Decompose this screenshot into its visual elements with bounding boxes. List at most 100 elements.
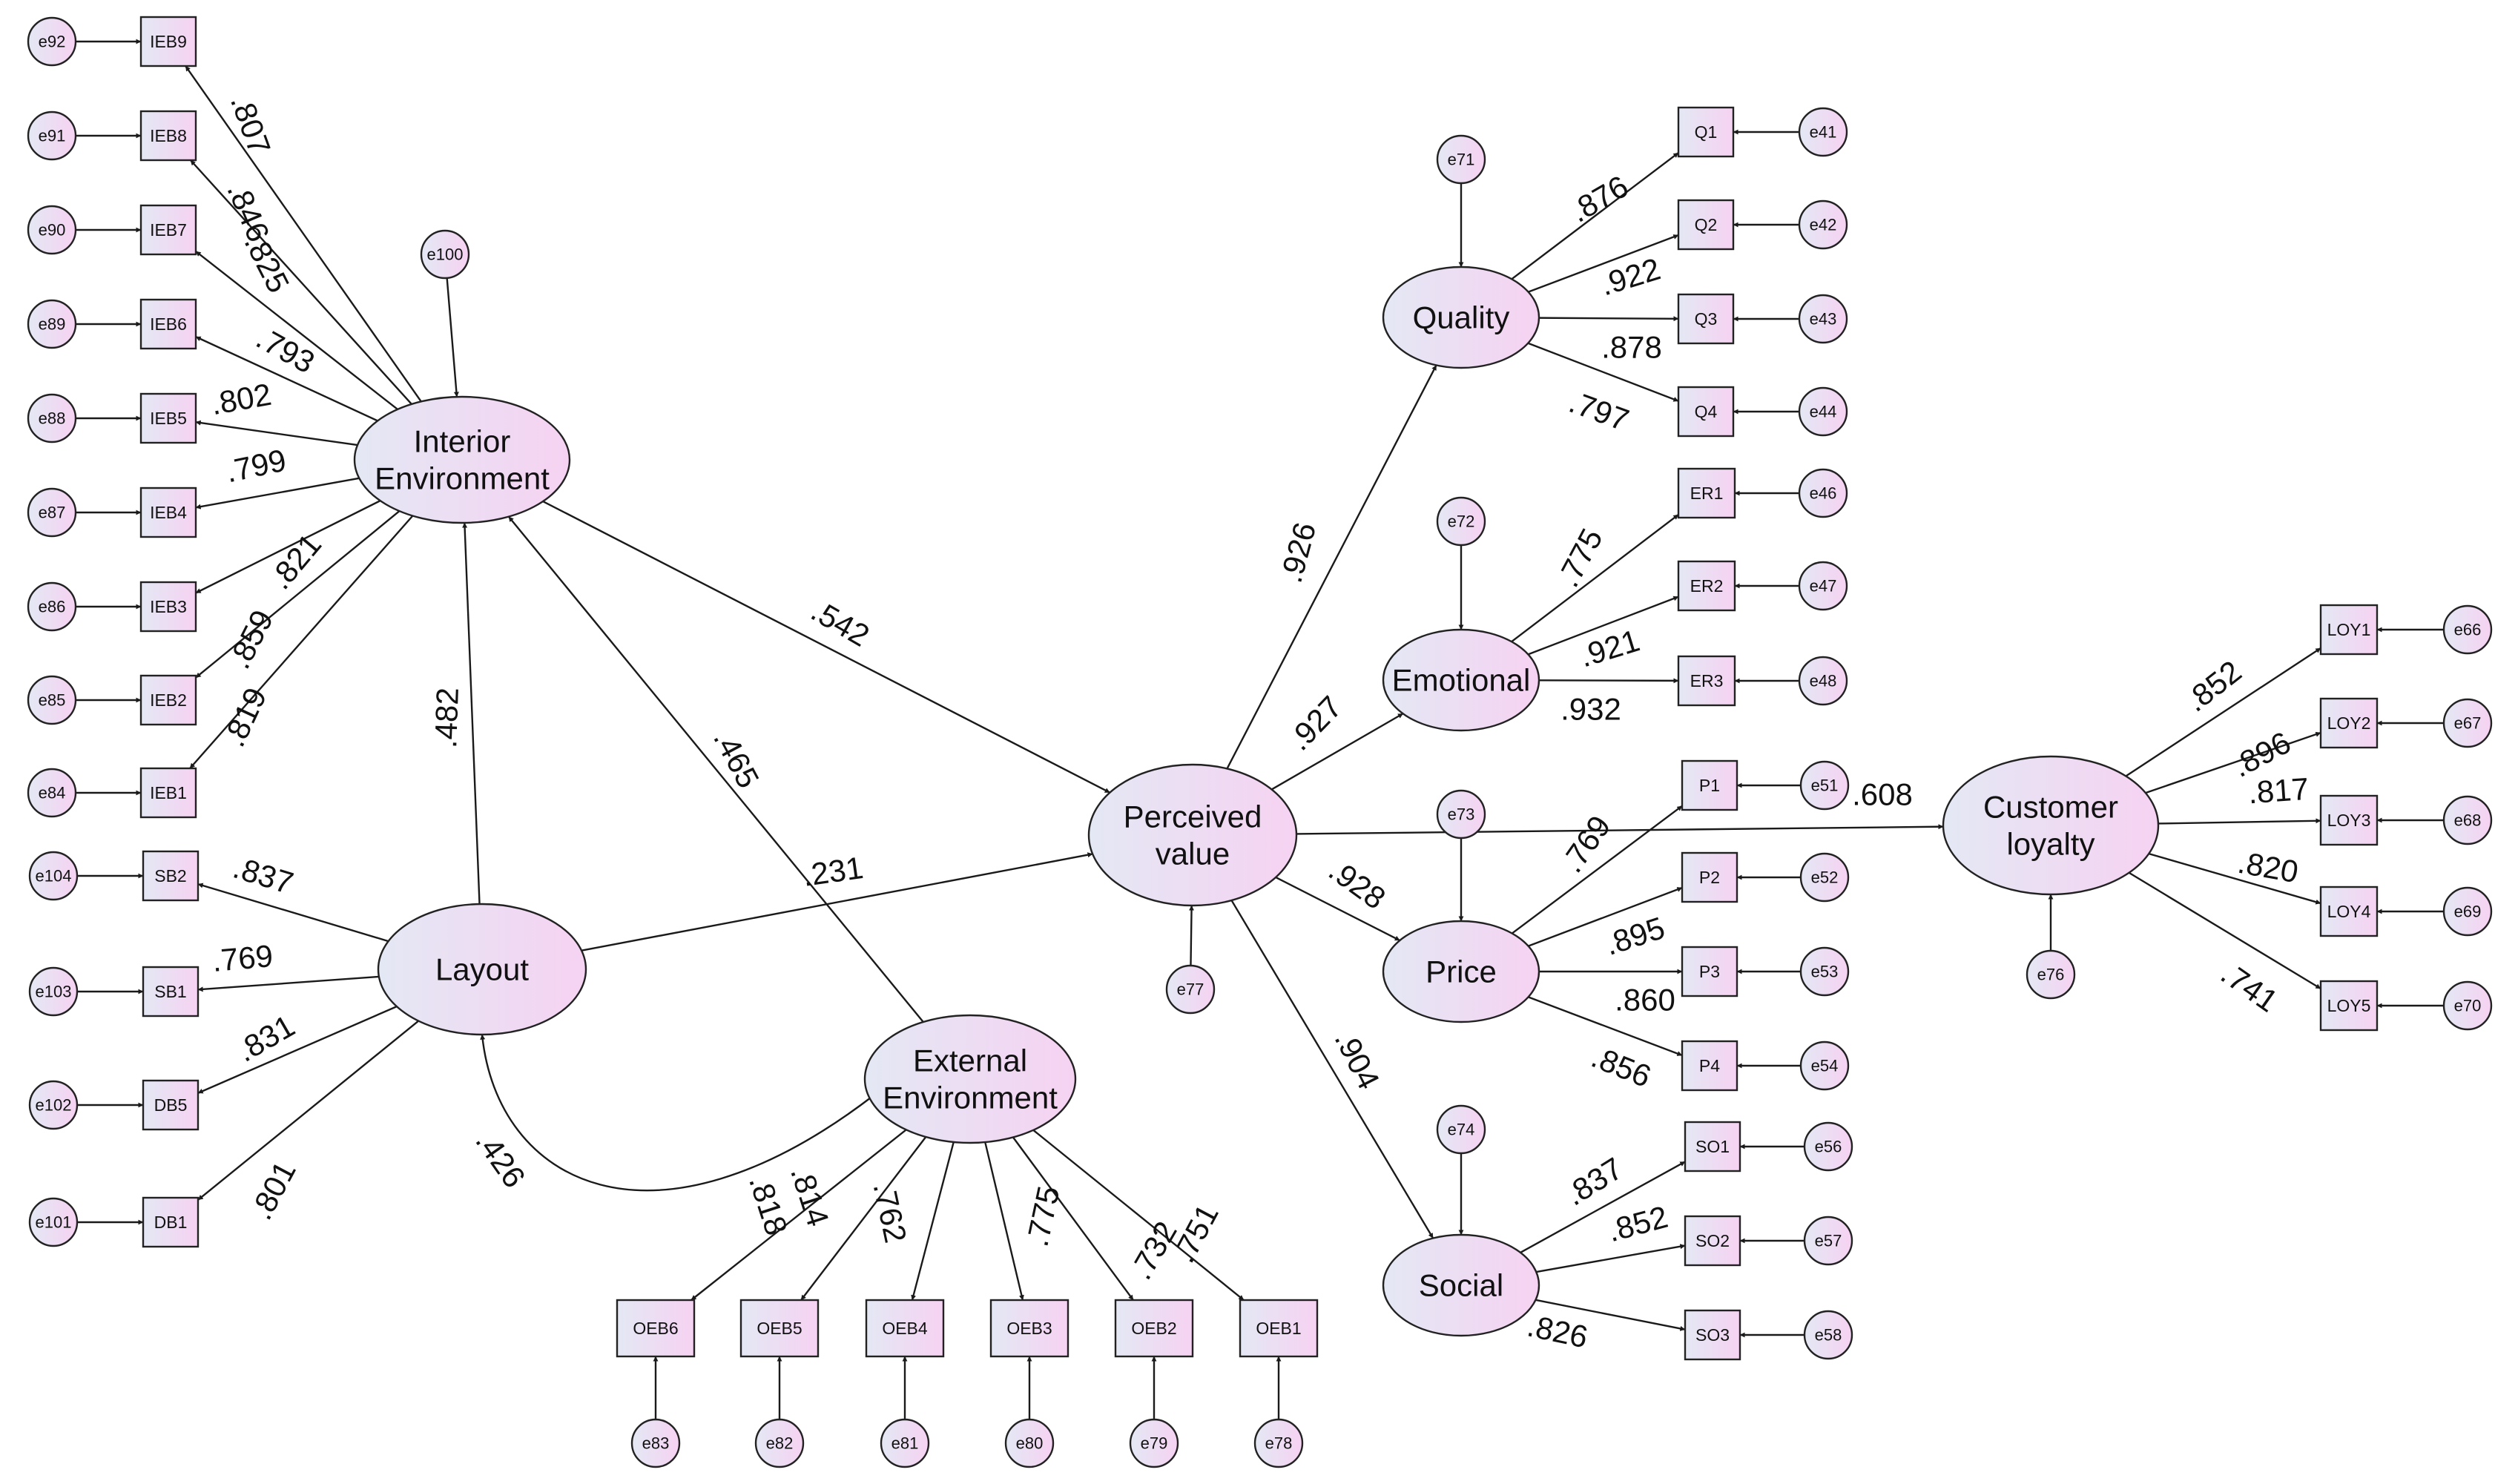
error-label-e104: e104 (36, 867, 72, 886)
latent-label-cl: loyalty (2006, 827, 2094, 862)
loading-arrow-oeb3 (984, 1141, 1024, 1301)
loading-arrow-p4 (1528, 996, 1683, 1057)
error-label-e41: e41 (1810, 123, 1837, 142)
loading-label-oeb6: .818 (742, 1171, 794, 1239)
error-label-e82: e82 (766, 1434, 794, 1453)
latent-label-lay: Layout (435, 952, 529, 987)
error-label-e71: e71 (1448, 151, 1475, 169)
indicator-label-oeb6: OEB6 (633, 1319, 678, 1338)
error-arrow-e77 (1189, 905, 1195, 966)
latent-label-price: Price (1426, 954, 1497, 989)
error-term-e104 (28, 851, 79, 901)
indicator-ieb9 (139, 16, 197, 67)
indicator-label-sb1: SB1 (154, 982, 186, 1001)
loading-label-p4: .856 (1586, 1039, 1655, 1094)
error-label-e73: e73 (1448, 805, 1475, 824)
loading-arrow-p2 (1528, 886, 1683, 947)
path-arrow-pv-soc (1230, 900, 1434, 1239)
latent-label-ee: External (913, 1043, 1027, 1078)
loading-label-p1: .769 (1554, 809, 1617, 879)
loading-arrow-loy1 (2125, 647, 2321, 777)
loading-arrow-so3 (1535, 1299, 1686, 1331)
error-term-e76 (2026, 949, 2076, 1000)
error-label-e67: e67 (2454, 714, 2482, 733)
indicator-oeb5 (739, 1299, 820, 1358)
indicator-loy2 (2319, 697, 2379, 749)
indicator-p2 (1681, 851, 1738, 903)
error-term-e68 (2442, 795, 2493, 845)
indicator-label-p2: P2 (1699, 868, 1720, 887)
indicator-ieb6 (139, 298, 197, 350)
latent-label-soc: Social (1419, 1268, 1503, 1303)
path-coef-ie-pv: .542 (805, 593, 875, 653)
error-term-e84 (27, 768, 77, 818)
error-term-e80 (1004, 1418, 1055, 1468)
loading-arrow-so2 (1536, 1244, 1686, 1273)
error-label-e88: e88 (39, 409, 66, 428)
indicator-oeb2 (1114, 1299, 1194, 1358)
loading-label-q2: .922 (1596, 251, 1664, 303)
indicator-er2 (1677, 560, 1736, 612)
error-term-e43 (1798, 294, 1848, 344)
error-label-e47: e47 (1810, 577, 1837, 596)
indicator-label-loy4: LOY4 (2327, 902, 2371, 921)
loading-arrow-oeb2 (1012, 1136, 1134, 1301)
indicator-label-oeb2: OEB2 (1131, 1319, 1176, 1338)
indicator-q1 (1677, 106, 1735, 158)
error-label-e42: e42 (1810, 216, 1837, 234)
indicator-label-q3: Q3 (1695, 309, 1718, 329)
latent-pv (1087, 763, 1298, 907)
error-label-e76: e76 (2037, 966, 2065, 984)
loading-arrow-ieb6 (195, 336, 378, 422)
loading-arrow-ieb7 (195, 251, 398, 410)
error-term-e53 (1799, 946, 1850, 997)
loading-label-er2: .921 (1575, 623, 1644, 674)
indicator-label-ieb3: IEB3 (150, 597, 187, 616)
error-term-e91 (27, 111, 77, 161)
error-label-e80: e80 (1016, 1434, 1044, 1453)
error-label-e43: e43 (1810, 310, 1837, 329)
indicator-ieb7 (139, 204, 197, 256)
error-term-e69 (2442, 886, 2493, 937)
loading-arrow-er2 (1527, 596, 1679, 656)
error-term-e57 (1803, 1216, 1853, 1266)
error-term-e81 (880, 1418, 930, 1468)
error-term-e85 (27, 675, 77, 725)
path-coef-pv-qual: .926 (1273, 518, 1323, 586)
error-label-e83: e83 (642, 1434, 670, 1453)
error-term-e54 (1799, 1041, 1850, 1091)
latent-lay (377, 903, 587, 1036)
error-term-e67 (2442, 698, 2493, 748)
error-label-e74: e74 (1448, 1121, 1475, 1139)
path-coef-lay-ie: .482 (428, 687, 465, 748)
loading-arrow-so1 (1520, 1161, 1686, 1253)
error-label-e46: e46 (1810, 484, 1837, 503)
error-label-e68: e68 (2454, 811, 2482, 830)
error-term-e88 (27, 393, 77, 443)
indicator-label-q1: Q1 (1695, 122, 1718, 142)
loading-label-so2: .852 (1604, 1199, 1671, 1249)
loading-arrow-p1 (1511, 805, 1683, 934)
indicator-oeb1 (1239, 1299, 1319, 1358)
indicator-label-ieb5: IEB5 (150, 409, 187, 428)
indicator-ieb2 (139, 674, 197, 726)
loading-label-ieb9: .807 (224, 90, 277, 159)
error-term-e89 (27, 299, 77, 349)
path-arrow-lay-ie (462, 522, 481, 905)
indicator-label-db1: DB1 (154, 1213, 188, 1232)
loading-arrow-db1 (197, 1020, 420, 1201)
loading-arrow-q1 (1511, 152, 1679, 280)
node-layer: InteriorEnvironmentLayoutExternalEnviron… (27, 16, 2493, 1468)
indicator-label-oeb4: OEB4 (882, 1319, 928, 1338)
latent-label-pv: value (1156, 837, 1230, 871)
indicator-label-oeb5: OEB5 (757, 1319, 802, 1338)
loading-label-ieb5: .802 (208, 377, 274, 421)
indicator-q3 (1677, 293, 1735, 345)
error-term-e92 (27, 16, 77, 67)
error-label-e89: e89 (39, 315, 66, 334)
error-term-e83 (630, 1418, 681, 1468)
loading-arrow-er1 (1511, 513, 1679, 643)
latent-label-emo: Emotional (1392, 663, 1531, 698)
error-label-e70: e70 (2454, 997, 2482, 1015)
path-coef-pv-soc: .904 (1328, 1025, 1387, 1095)
